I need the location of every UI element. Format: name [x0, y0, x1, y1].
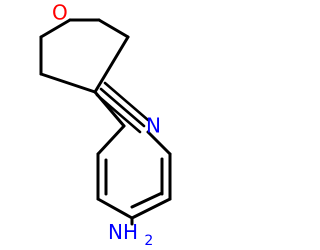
bond-nitrile-1: [99, 87, 146, 128]
bond-nitrile-2: [95, 93, 142, 134]
amine-label: NH 2: [108, 220, 153, 250]
bond-aryl-4: [130, 197, 172, 220]
amine-subscript: 2: [144, 233, 153, 249]
bond-aryl-3: [96, 197, 134, 220]
molecule-structure: O N NH 2: [39, 1, 172, 250]
bond-aryl-inner-3: [130, 191, 164, 209]
oxygen-label: O: [52, 1, 68, 25]
nitrile-nitrogen-label: N: [146, 114, 161, 138]
bond-ring-1: [39, 18, 72, 39]
bond-ring-6: [39, 72, 97, 94]
amine-main-label: NH: [108, 220, 138, 244]
bond-nitrile-3: [103, 81, 150, 122]
bond-aryl-1: [96, 124, 126, 156]
bond-ring-3: [97, 18, 130, 39]
molecule-canvas: O N NH 2: [39, 1, 172, 250]
bond-ring-4: [93, 35, 130, 94]
bond-aryl-6: [146, 130, 172, 156]
